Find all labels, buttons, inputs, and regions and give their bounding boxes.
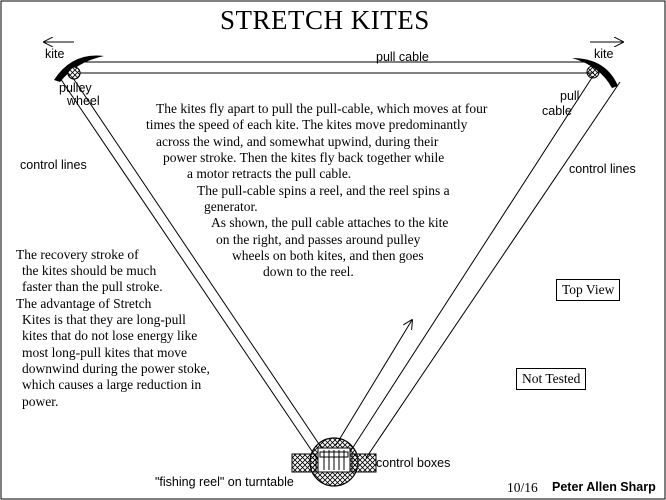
author-label: Peter Allen Sharp [552, 480, 656, 494]
left-text-line: power. [22, 394, 59, 409]
kite-left-label: kite [45, 47, 65, 61]
left-kite [54, 55, 104, 82]
fishing-reel-label: "fishing reel" on turntable [155, 475, 294, 489]
left-text-line: The recovery stroke of [16, 247, 139, 262]
main-text-line: across the wind, and somewhat upwind, du… [156, 134, 439, 149]
main-text-line: The kites fly apart to pull the pull-cab… [156, 101, 488, 116]
main-text-line: on the right, and passes around pulley [216, 232, 421, 247]
left-text-line: The advantage of Stretch [16, 296, 152, 311]
main-text-line: As shown, the pull cable attaches to the… [211, 215, 449, 230]
left-text-line: most long-pull kites that move [22, 345, 187, 360]
main-text-line: power stroke. Then the kites fly back to… [163, 150, 445, 165]
main-text-line: generator. [204, 199, 258, 214]
left-text-line: the kites should be much [22, 263, 157, 278]
left-text-line: kites that do not lose energy like [22, 328, 198, 343]
main-text-line: times the speed of each kite. The kites … [146, 117, 468, 132]
cable-label-right: cable [542, 104, 572, 118]
right-pulley [586, 65, 600, 79]
left-text-line: downwind during the power stoke, [22, 361, 210, 376]
pull-label-right: pull [560, 89, 580, 103]
control-lines-left-label: control lines [20, 158, 87, 172]
main-text-line: The pull-cable spins a reel, and the ree… [197, 183, 450, 198]
pulley-label: pulley [59, 81, 92, 95]
control-boxes-label: control boxes [376, 456, 451, 470]
left-text-line: Kites is that they are long-pull [22, 312, 186, 327]
not-tested-box: Not Tested [516, 368, 587, 390]
wheel-label: wheel [67, 94, 100, 108]
right-kite [572, 58, 618, 88]
reel-arrow [335, 320, 412, 446]
pull-cable-label: pull cable [376, 50, 429, 64]
main-text-line: a motor retracts the pull cable. [187, 166, 352, 181]
pull-cable-right [349, 75, 594, 453]
date-label: 10/16 [507, 480, 538, 495]
main-text-line: down to the reel. [263, 264, 354, 279]
page-title: STRETCH KITES [220, 5, 430, 35]
main-text-line: wheels on both kites, and then goes [232, 248, 424, 263]
left-text-line: faster than the pull stroke. [22, 279, 163, 294]
control-lines-right-label: control lines [569, 162, 636, 176]
top-view-box: Top View [556, 279, 621, 301]
kite-right-label: kite [594, 47, 614, 61]
control-line-right [365, 81, 621, 459]
left-text-line: which causes a large reduction in [22, 377, 202, 392]
pull-cable-left [72, 77, 328, 457]
control-line-left [59, 77, 319, 461]
